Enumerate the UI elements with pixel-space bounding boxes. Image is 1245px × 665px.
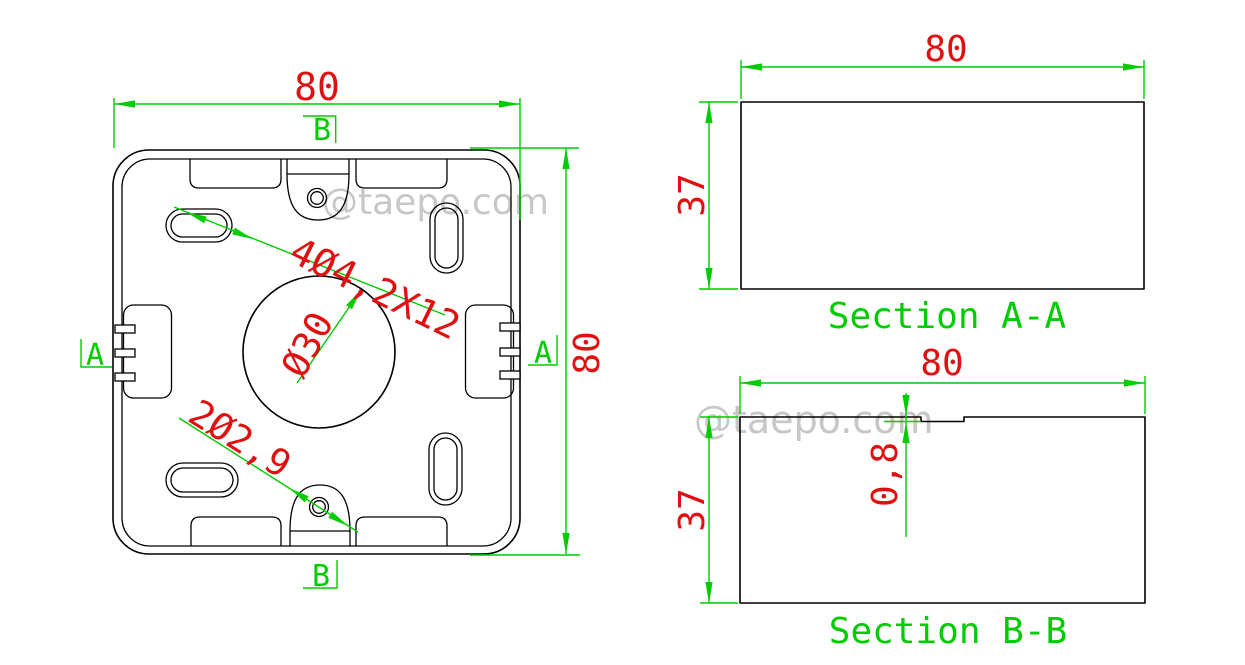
arrowhead bbox=[705, 268, 713, 289]
screw-hole-top-inner bbox=[310, 191, 324, 205]
mounting-slot-bottom-right-outer bbox=[428, 432, 463, 506]
section-bb-width-dim-text: 80 bbox=[920, 343, 963, 384]
screw-hole-top-outer bbox=[306, 187, 328, 209]
plan-dimensions bbox=[80, 98, 580, 589]
plan-view: 80 80 4Ø4,2X12 Ø30 2Ø2,9 B B A A bbox=[80, 65, 608, 594]
section-a-mark-right bbox=[528, 335, 558, 366]
arrowhead bbox=[232, 227, 253, 239]
arrowhead bbox=[289, 488, 309, 503]
section-aa-title: Section A-A bbox=[828, 296, 1067, 337]
screw-hole-bottom-inner bbox=[312, 500, 326, 514]
center-hole-label-text: Ø30 bbox=[273, 305, 342, 384]
arrowhead bbox=[741, 63, 762, 71]
arrowhead bbox=[562, 148, 570, 169]
recess-top-right bbox=[355, 159, 448, 189]
section-bb-outline bbox=[739, 416, 1146, 604]
section-aa-outline bbox=[740, 101, 1145, 290]
section-a-letter-left: A bbox=[86, 338, 104, 373]
arrowhead bbox=[705, 417, 713, 438]
section-aa-view: 80 37 Section A-A bbox=[672, 29, 1145, 337]
plan-width-dim-text: 80 bbox=[294, 65, 340, 109]
arrowhead bbox=[705, 582, 713, 603]
arrowhead bbox=[328, 511, 348, 526]
center-hole bbox=[242, 275, 396, 429]
arrowhead bbox=[740, 379, 761, 387]
tab-notch bbox=[499, 347, 521, 357]
screw-boss-top bbox=[286, 159, 350, 221]
screw-hole-bottom-outer bbox=[308, 496, 330, 518]
section-b-letter-top: B bbox=[313, 113, 331, 148]
screw-holes-label-text: 2Ø2,9 bbox=[181, 391, 298, 486]
section-a-mark-left bbox=[80, 339, 112, 368]
recess-bottom-right bbox=[355, 516, 448, 546]
arrowhead bbox=[562, 533, 570, 554]
section-b-mark-top bbox=[303, 115, 337, 143]
watermark-text: @taepo.com bbox=[694, 398, 934, 442]
section-bb-height-dim-text: 37 bbox=[672, 488, 713, 531]
tab-notch bbox=[114, 372, 136, 382]
tab-notch bbox=[499, 370, 521, 380]
section-a-letter-right: A bbox=[534, 336, 552, 371]
mounting-slot-top-right-inner bbox=[434, 207, 459, 269]
mounting-slot-bottom-right-inner bbox=[433, 437, 458, 501]
tab-notch bbox=[114, 324, 136, 334]
section-b-mark-bottom bbox=[303, 560, 338, 589]
section-bb-step-dim-text: 0,8 bbox=[865, 442, 906, 507]
mounting-slot-top-right-outer bbox=[429, 202, 464, 274]
section-bb-view: 80 37 0,8 Section B-B bbox=[672, 343, 1146, 652]
leader-line bbox=[173, 206, 446, 316]
arrowhead bbox=[902, 395, 910, 416]
mounting-slot-bottom-left-inner bbox=[170, 467, 234, 493]
mounting-slot-bottom-left-outer bbox=[165, 462, 239, 498]
section-aa-width-dim-text: 80 bbox=[924, 29, 967, 70]
screw-boss-bottom bbox=[289, 484, 351, 546]
section-b-letter-bottom: B bbox=[312, 559, 330, 594]
arrowhead bbox=[1124, 379, 1145, 387]
mounting-slot-top-left-outer bbox=[165, 208, 233, 243]
mounting-slot-top-left-inner bbox=[170, 213, 228, 238]
leader-line bbox=[178, 417, 359, 533]
section-bb-dimensions bbox=[700, 376, 1146, 604]
arrowhead bbox=[186, 212, 207, 224]
arrowhead bbox=[346, 290, 361, 310]
section-aa-height-dim-text: 37 bbox=[672, 173, 713, 216]
recess-bottom-left bbox=[190, 516, 282, 546]
recess-top-left bbox=[189, 159, 282, 189]
arrowhead bbox=[705, 102, 713, 123]
plan-height-dim-text: 80 bbox=[567, 331, 608, 374]
arrowhead bbox=[902, 422, 910, 443]
arrowhead bbox=[114, 100, 135, 108]
section-aa-dimensions bbox=[699, 60, 1145, 290]
tab-notch bbox=[499, 322, 521, 332]
tab-notch bbox=[114, 348, 136, 358]
arrowhead bbox=[499, 100, 520, 108]
section-bb-title: Section B-B bbox=[829, 611, 1067, 652]
arrowhead bbox=[1123, 63, 1144, 71]
